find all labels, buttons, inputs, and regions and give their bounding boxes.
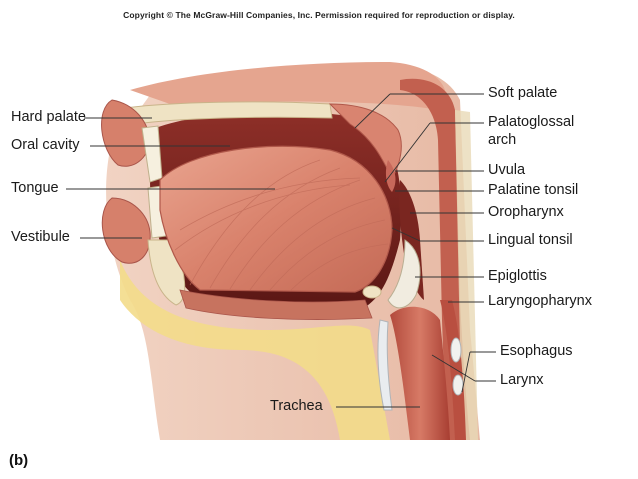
hyoid-bone xyxy=(362,285,382,299)
label-palatoglossal-arch-1: Palatoglossal xyxy=(488,114,575,130)
floor-muscles xyxy=(179,289,373,320)
soft-palate-shape xyxy=(328,103,402,180)
laryngeal-cartilage xyxy=(377,319,393,411)
label-epiglottis: Epiglottis xyxy=(488,268,547,284)
label-uvula: Uvula xyxy=(488,162,526,178)
epiglottis-shape xyxy=(387,239,421,309)
label-lingual-tonsil: Lingual tonsil xyxy=(488,232,573,248)
tracheal-ring xyxy=(452,374,464,396)
esophagus-shape xyxy=(440,300,466,440)
label-oral-cavity: Oral cavity xyxy=(11,137,80,153)
label-larynx: Larynx xyxy=(500,372,544,388)
label-soft-palate: Soft palate xyxy=(488,85,558,101)
copyright-notice: Copyright © The McGraw-Hill Companies, I… xyxy=(123,10,515,20)
upper-lip xyxy=(101,99,151,167)
label-trachea: Trachea xyxy=(270,398,323,414)
lower-lip xyxy=(101,197,151,264)
larynx-trachea xyxy=(390,306,450,440)
cricoid-cartilage xyxy=(450,337,462,363)
fat-layer xyxy=(120,260,390,440)
hard-palate-bone xyxy=(124,101,333,125)
leader-lines xyxy=(66,93,496,408)
uvula-shape xyxy=(385,160,396,192)
label-tongue: Tongue xyxy=(11,180,59,196)
label-oropharynx: Oropharynx xyxy=(488,204,564,220)
panel-label: (b) xyxy=(9,452,29,469)
label-laryngopharynx: Laryngopharynx xyxy=(488,293,592,309)
label-vestibule: Vestibule xyxy=(11,229,70,245)
label-palatine-tonsil: Palatine tonsil xyxy=(488,182,579,198)
tongue-fibers xyxy=(174,159,389,292)
label-esophagus: Esophagus xyxy=(500,343,573,359)
nasal-region xyxy=(130,62,445,110)
label-hard-palate: Hard palate xyxy=(11,109,86,125)
tongue-shape xyxy=(159,145,393,293)
label-palatoglossal-arch-2: arch xyxy=(488,132,517,148)
